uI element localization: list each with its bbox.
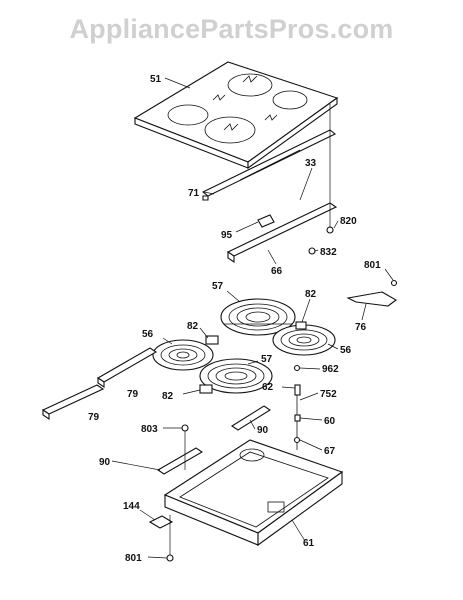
label-79-lower: 79 xyxy=(88,412,100,423)
cooktop-glass[interactable] xyxy=(133,61,339,170)
burner-57-lower[interactable] xyxy=(199,358,273,394)
rear-bracket[interactable] xyxy=(226,202,338,264)
label-71: 71 xyxy=(188,188,200,199)
label-66: 66 xyxy=(271,266,283,277)
label-67: 67 xyxy=(324,446,336,457)
burner-57-upper[interactable] xyxy=(220,298,296,336)
label-33: 33 xyxy=(305,158,317,169)
label-56-left: 56 xyxy=(142,329,154,340)
terminal-82[interactable] xyxy=(205,335,219,345)
clip-144[interactable] xyxy=(148,515,174,529)
label-144: 144 xyxy=(123,501,140,512)
label-82-right: 82 xyxy=(305,289,317,300)
hardware-stack[interactable] xyxy=(293,364,301,451)
label-76: 76 xyxy=(355,322,367,333)
label-803: 803 xyxy=(141,424,158,435)
label-57-lower: 57 xyxy=(261,354,273,365)
screw-801-bottom[interactable] xyxy=(166,554,174,562)
bracket-90-left[interactable] xyxy=(156,447,204,475)
burner-56-left[interactable] xyxy=(152,339,214,371)
label-56-right: 56 xyxy=(340,345,352,356)
bracket-76[interactable] xyxy=(346,291,397,307)
screw-803[interactable] xyxy=(181,424,189,432)
label-82-lower: 82 xyxy=(162,391,174,402)
label-90-left: 90 xyxy=(99,457,111,468)
bracket-90-right[interactable] xyxy=(230,405,272,431)
label-832: 832 xyxy=(320,247,337,258)
screw-801-top[interactable] xyxy=(390,279,398,287)
watermark-text: AppliancePartsPros.com xyxy=(69,14,394,44)
front-trim-strip[interactable] xyxy=(201,129,337,201)
label-51: 51 xyxy=(150,74,162,85)
screw-832[interactable] xyxy=(308,247,316,255)
label-95: 95 xyxy=(221,230,233,241)
label-62: 62 xyxy=(262,382,274,393)
base-pan[interactable] xyxy=(163,439,344,547)
side-trim-79-upper[interactable] xyxy=(96,347,158,389)
terminal-82[interactable] xyxy=(295,321,307,330)
label-57-upper: 57 xyxy=(212,281,224,292)
label-61: 61 xyxy=(303,538,315,549)
label-801-top: 801 xyxy=(364,260,381,271)
terminal-82[interactable] xyxy=(199,384,213,394)
label-820: 820 xyxy=(340,216,357,227)
side-trim-79-lower[interactable] xyxy=(41,384,105,421)
label-962: 962 xyxy=(322,364,339,375)
label-79-upper: 79 xyxy=(127,389,139,400)
label-752: 752 xyxy=(320,389,337,400)
label-60: 60 xyxy=(324,416,336,427)
label-82-upper: 82 xyxy=(187,321,199,332)
label-801-bottom: 801 xyxy=(125,553,142,564)
label-90-right: 90 xyxy=(257,425,269,436)
